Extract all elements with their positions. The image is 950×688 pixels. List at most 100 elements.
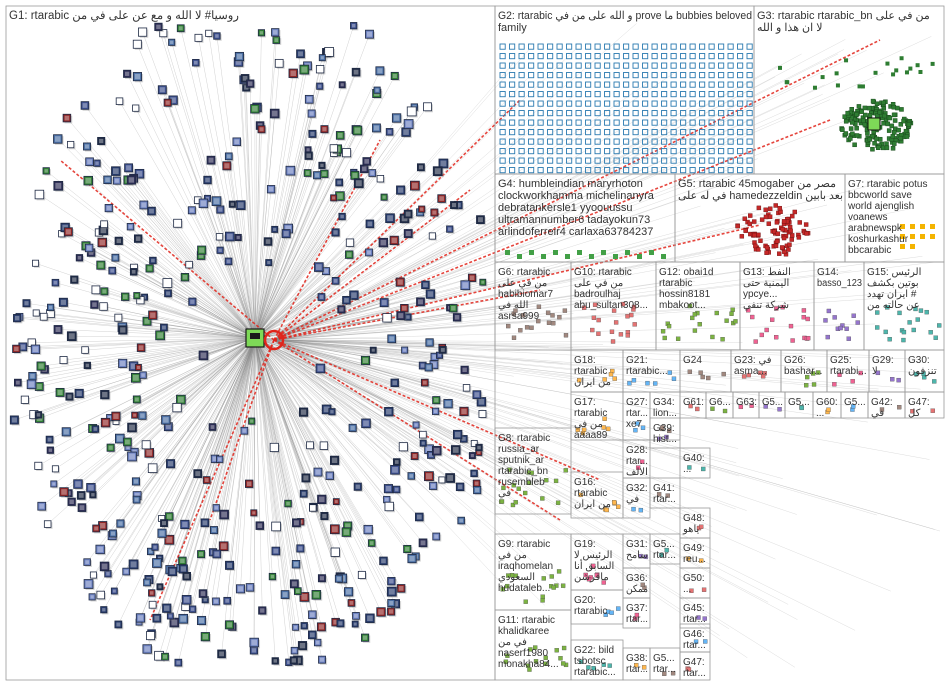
- node: [890, 377, 894, 381]
- node: [577, 250, 582, 255]
- group-label-line: G48:: [683, 513, 705, 524]
- node: [624, 73, 629, 78]
- node-inner: [257, 523, 262, 528]
- node-inner: [321, 56, 324, 59]
- node-inner: [227, 154, 231, 158]
- node-inner: [435, 168, 441, 174]
- node: [774, 335, 778, 339]
- group-panel-g38: G38:rtar...: [623, 648, 650, 680]
- node: [765, 328, 769, 332]
- node: [595, 130, 600, 135]
- node: [892, 142, 896, 146]
- node: [555, 648, 559, 652]
- node-inner: [199, 248, 204, 253]
- group-label-line: السابق أنا: [574, 559, 614, 572]
- group-panel-g41: G41:rtar...: [650, 478, 680, 508]
- node-inner: [66, 229, 71, 234]
- node-inner: [202, 520, 207, 525]
- node: [754, 340, 758, 344]
- node: [595, 111, 600, 116]
- node: [738, 168, 743, 173]
- group-label-line: koshurkashur: [848, 234, 909, 245]
- group-label-line: G46:: [683, 629, 705, 640]
- node: [605, 120, 610, 125]
- group-label-line: russia_ar: [498, 444, 540, 455]
- group-label-line: arlindoferreir4 carlaxa63784237: [498, 226, 653, 238]
- node: [565, 254, 570, 259]
- node: [886, 122, 890, 126]
- group-label-line: من ايران: [574, 377, 611, 388]
- node-inner: [346, 589, 351, 594]
- node: [605, 111, 610, 116]
- node: [541, 254, 546, 259]
- node-inner: [141, 373, 145, 377]
- node-inner: [322, 443, 327, 448]
- node: [719, 130, 724, 135]
- node-inner: [12, 417, 17, 422]
- node-inner: [409, 556, 414, 561]
- node: [567, 111, 572, 116]
- group-label-line: G5...: [844, 397, 866, 408]
- node: [722, 372, 726, 376]
- node: [934, 336, 938, 340]
- node: [605, 82, 610, 87]
- node-inner: [273, 524, 279, 530]
- group-label-line: khalidkaree: [498, 626, 550, 637]
- group-panel-g7: G7: rtarabic potusbbcworld saveworld aje…: [845, 174, 944, 262]
- node-inner: [332, 526, 338, 532]
- node-inner: [227, 622, 232, 627]
- node: [506, 324, 510, 328]
- node: [529, 139, 534, 144]
- node-inner: [158, 585, 161, 588]
- node-inner: [131, 561, 137, 567]
- node: [563, 309, 567, 313]
- node: [624, 111, 629, 116]
- node: [586, 111, 591, 116]
- node: [519, 139, 524, 144]
- node: [920, 234, 925, 239]
- node: [855, 126, 859, 130]
- node-inner: [370, 171, 374, 175]
- node: [701, 375, 705, 379]
- group-label-line: ...: [683, 464, 691, 475]
- node: [662, 44, 667, 49]
- node-inner: [116, 316, 120, 320]
- node: [700, 54, 705, 59]
- node: [519, 130, 524, 135]
- node: [643, 158, 648, 163]
- node-inner: [180, 616, 186, 622]
- group-label-line: G19:: [574, 539, 596, 550]
- group-panel-g30: G30:تنزفون: [905, 350, 944, 392]
- node: [633, 120, 638, 125]
- node-inner: [322, 172, 326, 176]
- node: [548, 130, 553, 135]
- node-inner: [403, 349, 406, 352]
- node-inner: [29, 381, 35, 387]
- node-inner: [46, 522, 50, 526]
- node-inner: [307, 148, 310, 151]
- node: [633, 322, 637, 326]
- node: [733, 319, 737, 323]
- node-inner: [146, 450, 152, 456]
- group-label-line: عن حالته من: [867, 300, 920, 311]
- node: [728, 44, 733, 49]
- node-inner: [315, 173, 319, 177]
- node-inner: [109, 446, 113, 450]
- node: [681, 82, 686, 87]
- node: [519, 73, 524, 78]
- node: [567, 44, 572, 49]
- node-inner: [149, 209, 154, 214]
- node-inner: [333, 549, 338, 554]
- group-label-line: rtar...: [683, 640, 706, 651]
- node: [643, 111, 648, 116]
- group-panel-g28: G28:rtar...الالف: [623, 440, 650, 478]
- node-inner: [327, 473, 332, 478]
- node: [510, 73, 515, 78]
- node-inner: [455, 432, 461, 438]
- group-label-line: ايران تهدد #: [867, 289, 917, 300]
- node: [844, 58, 848, 62]
- node: [709, 82, 714, 87]
- node: [847, 337, 851, 341]
- node-inner: [395, 460, 399, 464]
- node: [538, 168, 543, 173]
